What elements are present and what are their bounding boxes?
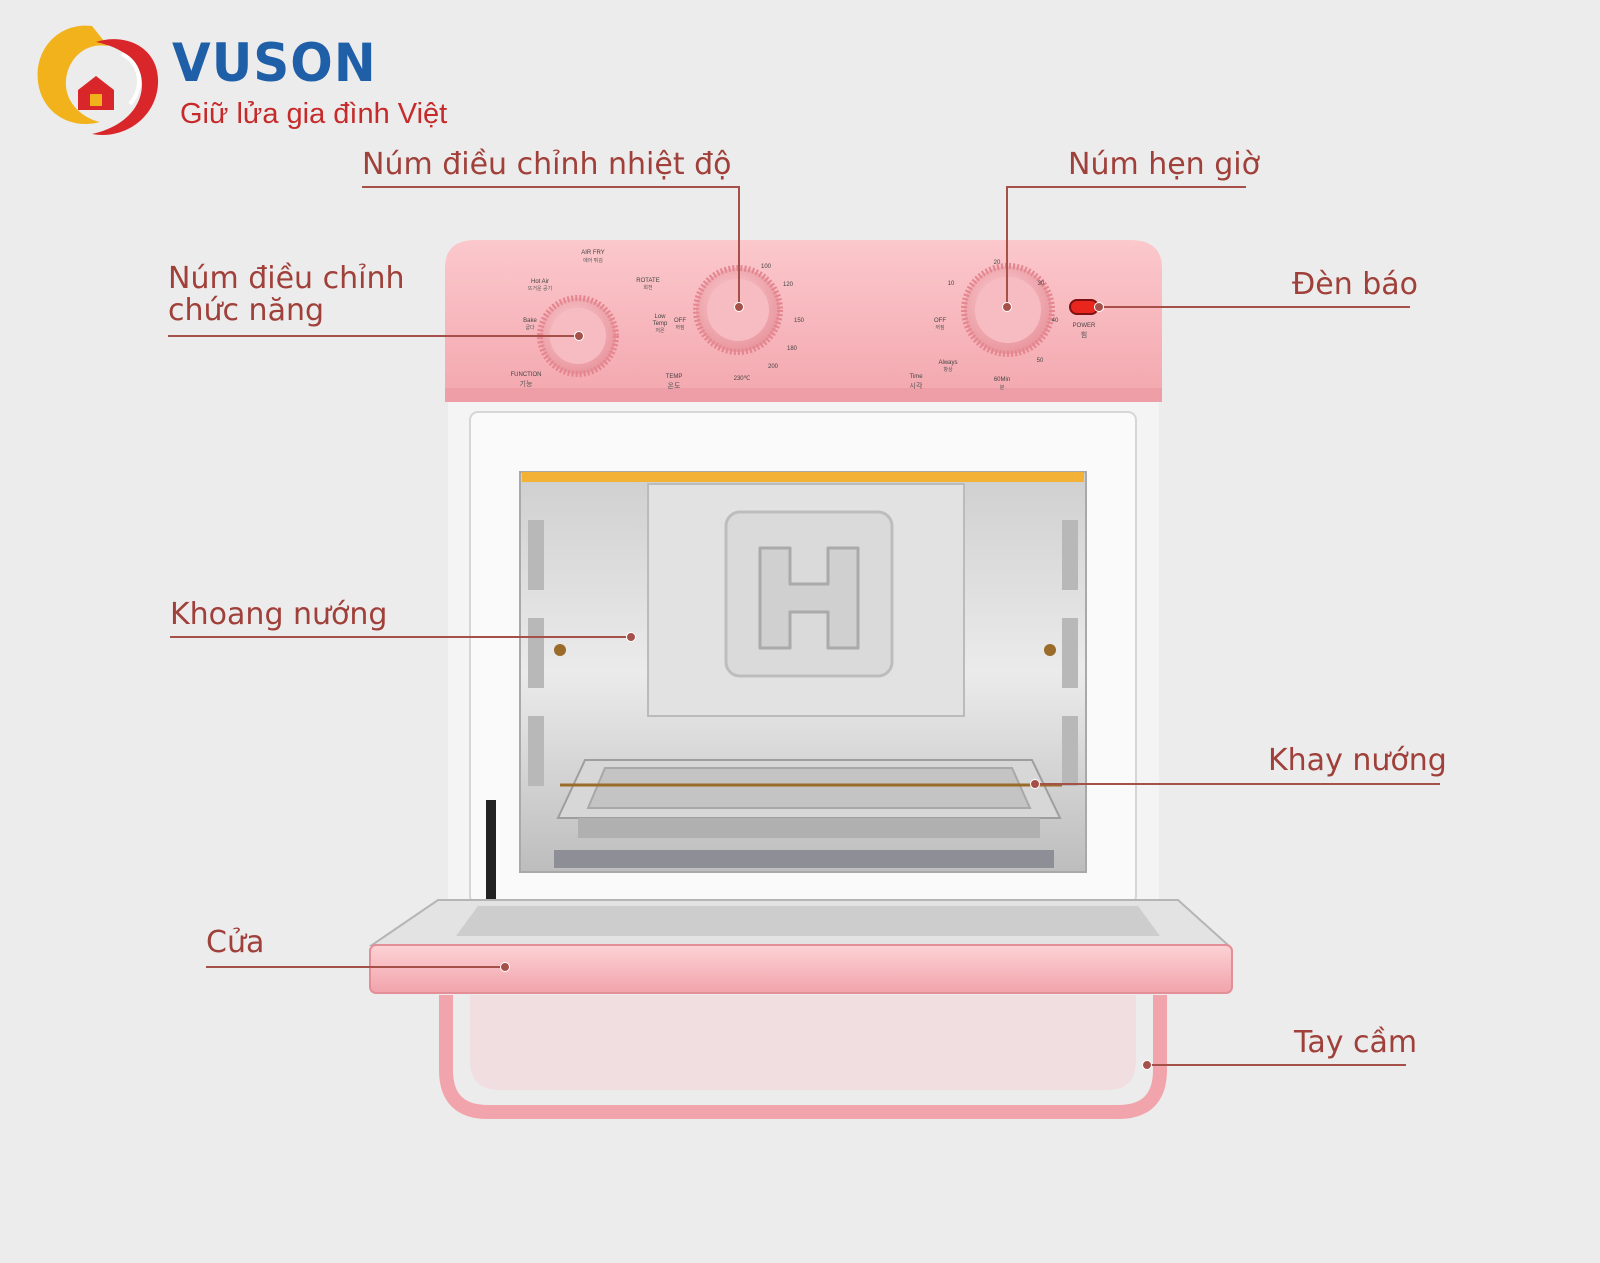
temp-tick: 120 <box>783 282 794 288</box>
callout-door-dot <box>500 962 510 972</box>
panel-always: Always <box>938 360 957 366</box>
callout-indicator-light: Đèn báo <box>1292 267 1419 302</box>
vuson-logo-icon <box>37 25 159 135</box>
callout-cavity: Khoang nướng <box>170 597 388 632</box>
temp-tick: 200 <box>768 364 779 370</box>
brand-slogan: Giữ lửa gia đình Việt <box>180 98 448 130</box>
panel-hot-air-ko: 뜨거운 공기 <box>528 285 552 292</box>
callout-tray-dot <box>1030 779 1040 789</box>
temp-tick: 180 <box>787 346 798 352</box>
callout-door: Cửa <box>206 925 265 960</box>
callout-door-leader <box>206 966 504 968</box>
timer-tick: 10 <box>948 281 955 287</box>
callout-indicator-dot <box>1094 302 1104 312</box>
panel-function-label: FUNCTION <box>511 372 542 378</box>
panel-rotate-ko: 회전 <box>643 284 653 291</box>
callout-tray: Khay nướng <box>1268 743 1447 778</box>
panel-function-label-ko: 기능 <box>520 379 533 388</box>
callout-handle-dot <box>1142 1060 1152 1070</box>
callout-handle-leader <box>1146 1064 1406 1066</box>
callout-function-knob-line1: Núm điều chỉnh <box>168 261 405 296</box>
callout-cavity-leader <box>170 636 630 638</box>
panel-low-temp-ko: 저온 <box>655 327 665 334</box>
temp-tick: 100 <box>761 264 772 270</box>
panel-temp-off-ko: 꺼짐 <box>675 324 684 331</box>
panel-time-label: Time <box>909 374 923 380</box>
panel-bake: Bake <box>523 318 537 324</box>
callout-tray-leader <box>1034 783 1440 785</box>
panel-temp-label-ko: 온도 <box>668 382 681 390</box>
temp-tick: 230℃ <box>734 376 751 382</box>
callout-cavity-dot <box>626 632 636 642</box>
panel-power-label: POWER <box>1073 323 1096 329</box>
panel-rotate: ROTATE <box>636 278 659 284</box>
panel-air-fry-ko: 에어 튀김 <box>583 257 603 264</box>
panel-low: Low <box>654 314 666 320</box>
panel-bake-ko: 굽다 <box>525 324 535 331</box>
callout-timer-underline <box>1006 186 1246 188</box>
timer-tick: 50 <box>1037 358 1044 364</box>
brand-name: VUSON <box>172 32 377 94</box>
callout-temp-leader <box>738 186 740 304</box>
panel-power-label-ko: 힘 <box>1081 330 1087 339</box>
panel-air-fry: AIR FRY <box>581 250 605 256</box>
panel-low-temp: Temp <box>653 321 668 327</box>
panel-temp-label: TEMP <box>666 374 683 380</box>
timer-tick: 60Min <box>994 377 1010 383</box>
panel-hot-air: Hot Air <box>531 279 549 285</box>
panel-time-label-ko: 시각 <box>910 382 923 390</box>
panel-timer-off-ko: 꺼짐 <box>935 324 944 331</box>
temp-tick: 150 <box>794 318 805 324</box>
callout-timer-dot <box>1002 302 1012 312</box>
callout-function-knob-line2: chức năng <box>168 293 325 328</box>
timer-tick: 40 <box>1052 318 1059 324</box>
callout-temp-knob: Núm điều chỉnh nhiệt độ <box>362 147 732 182</box>
callout-handle: Tay cầm <box>1294 1025 1418 1060</box>
callout-function-leader <box>168 335 578 337</box>
callout-temp-dot <box>734 302 744 312</box>
timer-min-ko: 분 <box>1000 385 1005 391</box>
callout-function-dot <box>574 331 584 341</box>
callout-temp-underline <box>362 186 740 188</box>
timer-tick: 20 <box>994 260 1001 266</box>
panel-temp-off: OFF <box>674 318 686 324</box>
callout-indicator-leader <box>1098 306 1410 308</box>
panel-always-ko: 항상 <box>943 366 953 373</box>
callout-timer-knob: Núm hẹn giờ <box>1068 147 1260 182</box>
timer-tick: 30 <box>1038 281 1045 287</box>
panel-timer-off: OFF <box>934 318 946 324</box>
callout-timer-leader <box>1006 186 1008 304</box>
